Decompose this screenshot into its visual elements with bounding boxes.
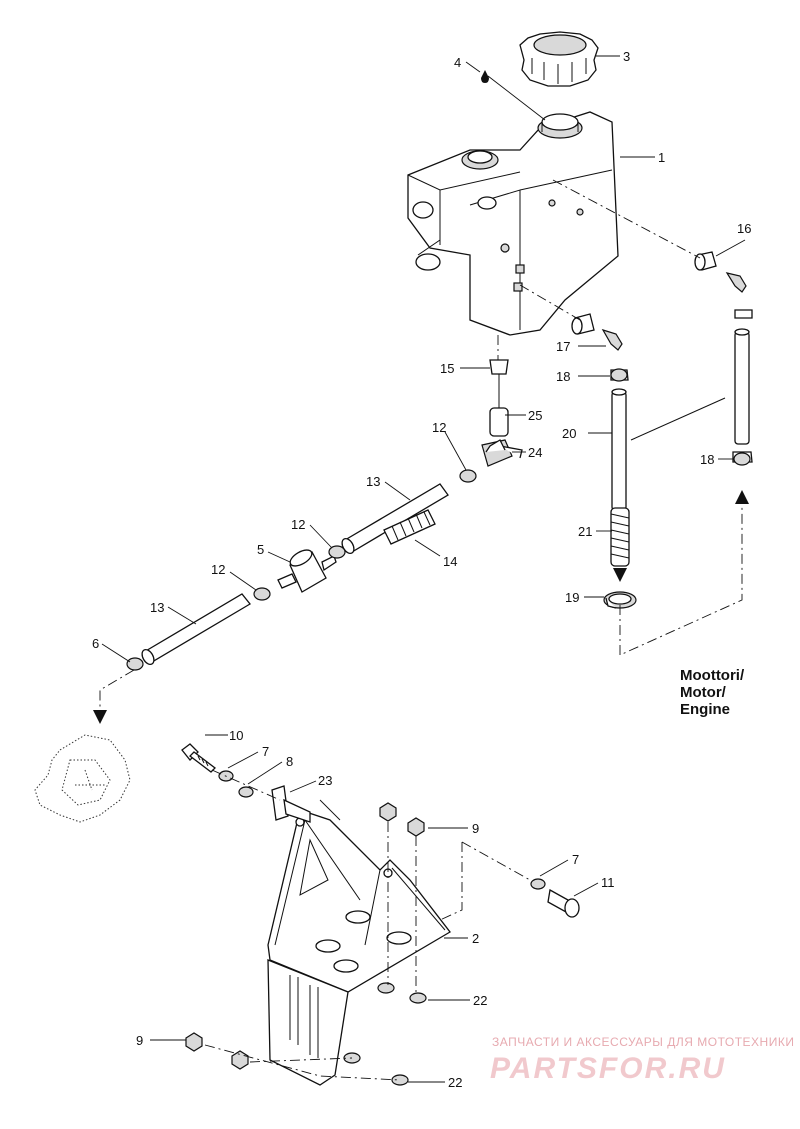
callout-1: 1 (658, 150, 665, 165)
callout-20: 20 (562, 426, 576, 441)
carburetor-outline (34, 734, 131, 823)
callout-11: 11 (601, 875, 615, 890)
callout-22a: 22 (473, 993, 487, 1008)
hardware (181, 743, 580, 1086)
watermark: ЗАПЧАСТИ И АКСЕССУАРЫ ДЛЯ МОТОТЕХНИКИ PA… (490, 1035, 794, 1085)
hose-clamp-19 (603, 591, 637, 609)
callout-15: 15 (440, 361, 454, 376)
hose-spring (383, 509, 436, 545)
callout-17: 17 (556, 339, 570, 354)
watermark-brand: PARTSFOR.RU (490, 1052, 726, 1085)
flow-arrows (93, 490, 749, 724)
callout-18b: 18 (700, 452, 714, 467)
callout-7b: 7 (572, 852, 579, 867)
callout-6: 6 (92, 636, 99, 651)
callout-16: 16 (737, 221, 751, 236)
oil-tank (407, 111, 619, 336)
callout-12c: 12 (211, 562, 225, 577)
engine-label: Moottori/ Motor/ Engine (680, 667, 745, 718)
callout-13a: 13 (366, 474, 380, 489)
callout-24: 24 (528, 445, 542, 460)
outlet-fitting (481, 359, 523, 467)
callout-23: 23 (318, 773, 332, 788)
callout-21: 21 (578, 524, 592, 539)
callout-2: 2 (472, 931, 479, 946)
mounting-bracket (267, 809, 451, 1086)
callout-25: 25 (528, 408, 542, 423)
callout-9a: 9 (472, 821, 479, 836)
arrow-down-icon (93, 710, 107, 724)
engine-label-fi: Moottori/ (680, 667, 745, 684)
fuel-filter (277, 549, 337, 593)
leader-lines (99, 55, 746, 1083)
callout-9b: 9 (136, 1033, 143, 1048)
engine-label-en: Engine (680, 701, 730, 718)
callout-22b: 22 (448, 1075, 462, 1090)
check-valve-spring (610, 507, 630, 567)
callout-labels: 1 2 3 4 5 6 7 7 8 9 9 10 11 12 12 12 13 … (92, 49, 751, 1090)
tank-grommets (571, 251, 753, 351)
callout-4: 4 (454, 55, 461, 70)
callout-10: 10 (229, 728, 243, 743)
tank-cap (519, 31, 599, 87)
arrow-up-icon (735, 490, 749, 504)
arrow-down-icon (613, 568, 627, 582)
callout-19: 19 (565, 590, 579, 605)
small-clamps (126, 368, 751, 671)
callout-7a: 7 (262, 744, 269, 759)
vent-hoses (610, 328, 753, 511)
callout-3: 3 (623, 49, 630, 64)
callout-18a: 18 (556, 369, 570, 384)
callout-8: 8 (286, 754, 293, 769)
fuel-hoses (141, 483, 449, 666)
callout-14: 14 (443, 554, 457, 569)
engine-label-sv: Motor/ (680, 684, 727, 701)
callout-12b: 12 (291, 517, 305, 532)
sealant-drop-icon (481, 70, 489, 83)
callout-12a: 12 (432, 420, 446, 435)
watermark-tagline: ЗАПЧАСТИ И АКСЕССУАРЫ ДЛЯ МОТОТЕХНИКИ (492, 1035, 794, 1049)
callout-13b: 13 (150, 600, 164, 615)
callout-5: 5 (257, 542, 264, 557)
